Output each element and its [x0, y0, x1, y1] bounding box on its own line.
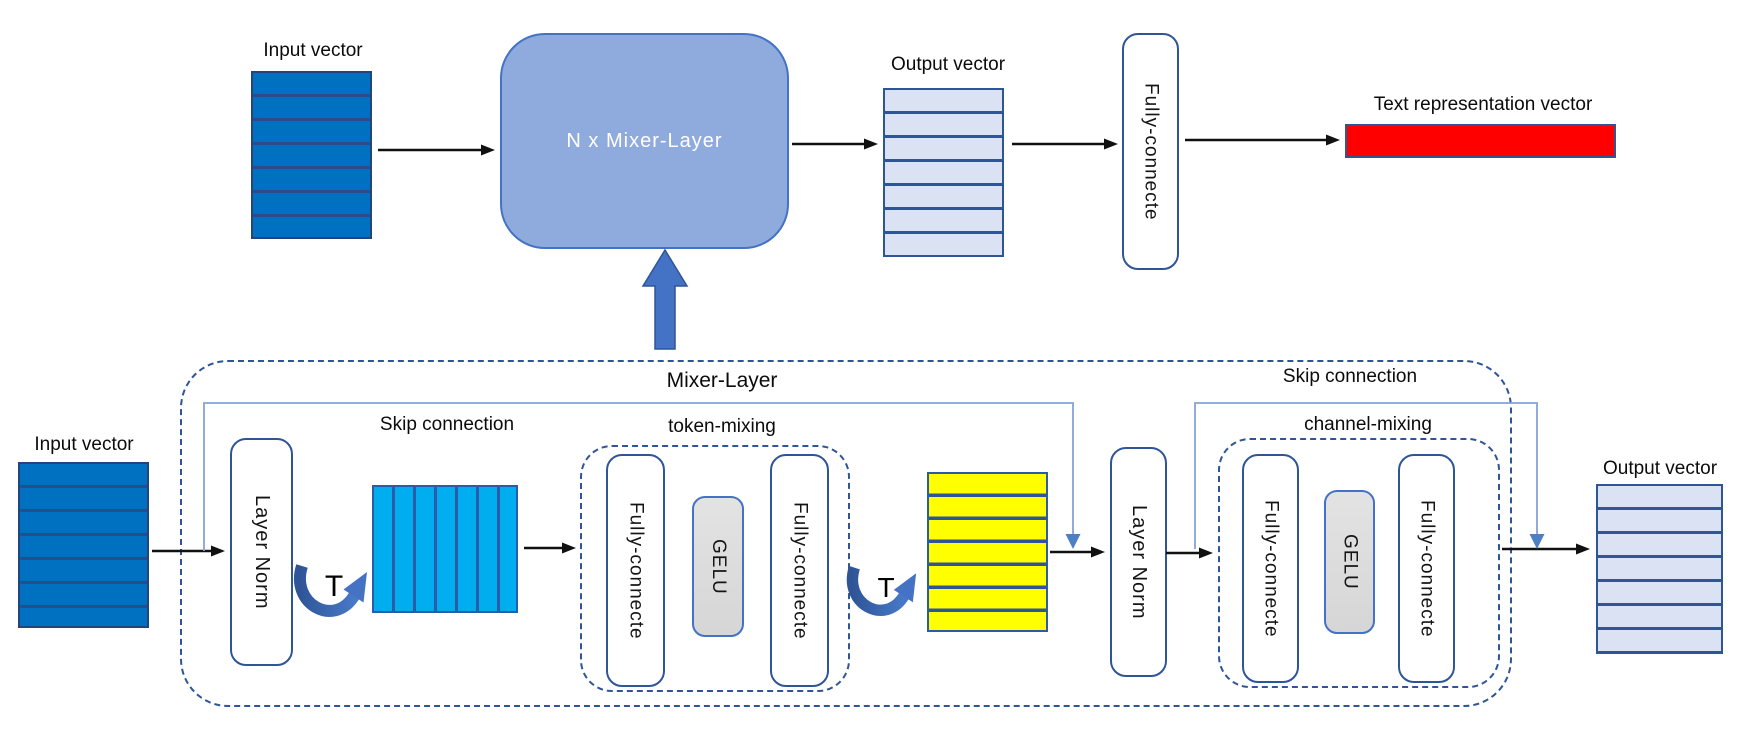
- channel-fully-connected-1-label: Fully-connecte: [1260, 499, 1282, 638]
- channel-fully-connected-1-box: Fully-connecte: [1242, 454, 1299, 683]
- channel-fully-connected-2-label: Fully-connecte: [1416, 499, 1438, 638]
- channel-gelu-box: GELU: [1324, 490, 1375, 634]
- transpose-1-label: T: [324, 570, 344, 603]
- token-fully-connected-2-box: Fully-connecte: [770, 454, 829, 687]
- top-input-vector-matrix: [251, 71, 372, 239]
- top-output-vector-matrix: [883, 88, 1004, 257]
- top-input-vector-label: Input vector: [263, 40, 363, 61]
- layer-norm-2-label: Layer Norm: [1128, 504, 1150, 620]
- token-fully-connected-1-label: Fully-connecte: [625, 501, 647, 640]
- text-representation-vector-bar: [1345, 124, 1616, 158]
- token-gelu-label: GELU: [708, 538, 729, 595]
- skip-connection-right-label: Skip connection: [1282, 366, 1418, 387]
- detail-input-vector-label: Input vector: [34, 434, 134, 455]
- n-x-mixer-layer-box: N x Mixer-Layer: [500, 33, 789, 249]
- token-mixing-label: token-mixing: [668, 416, 776, 437]
- top-fully-connected-label: Fully-connecte: [1140, 82, 1162, 221]
- token-gelu-box: GELU: [692, 496, 744, 637]
- detail-output-vector-matrix: [1596, 484, 1723, 654]
- layer-norm-1-box: Layer Norm: [230, 438, 293, 666]
- channel-gelu-label: GELU: [1339, 534, 1361, 590]
- channel-mixing-label: channel-mixing: [1304, 414, 1432, 435]
- transposed-matrix: [372, 485, 518, 613]
- skip-connection-left-label: Skip connection: [379, 414, 515, 435]
- n-x-mixer-layer-label: N x Mixer-Layer: [566, 129, 723, 152]
- channel-fully-connected-2-box: Fully-connecte: [1398, 454, 1455, 683]
- token-mixed-matrix: [927, 472, 1048, 632]
- transpose-2-label: T: [877, 572, 895, 603]
- text-representation-label: Text representation vector: [1373, 94, 1593, 115]
- layer-norm-1-label: Layer Norm: [251, 494, 273, 610]
- up-block-arrow-icon: [641, 248, 689, 350]
- layer-norm-2-box: Layer Norm: [1110, 447, 1167, 677]
- top-fully-connected-box: Fully-connecte: [1122, 33, 1179, 270]
- token-fully-connected-2-label: Fully-connecte: [789, 501, 811, 640]
- mixer-layer-title: Mixer-Layer: [666, 369, 778, 392]
- detail-input-vector-matrix: [18, 462, 149, 628]
- top-output-vector-label: Output vector: [890, 54, 1006, 75]
- detail-output-vector-label: Output vector: [1602, 458, 1718, 479]
- token-fully-connected-1-box: Fully-connecte: [606, 454, 665, 687]
